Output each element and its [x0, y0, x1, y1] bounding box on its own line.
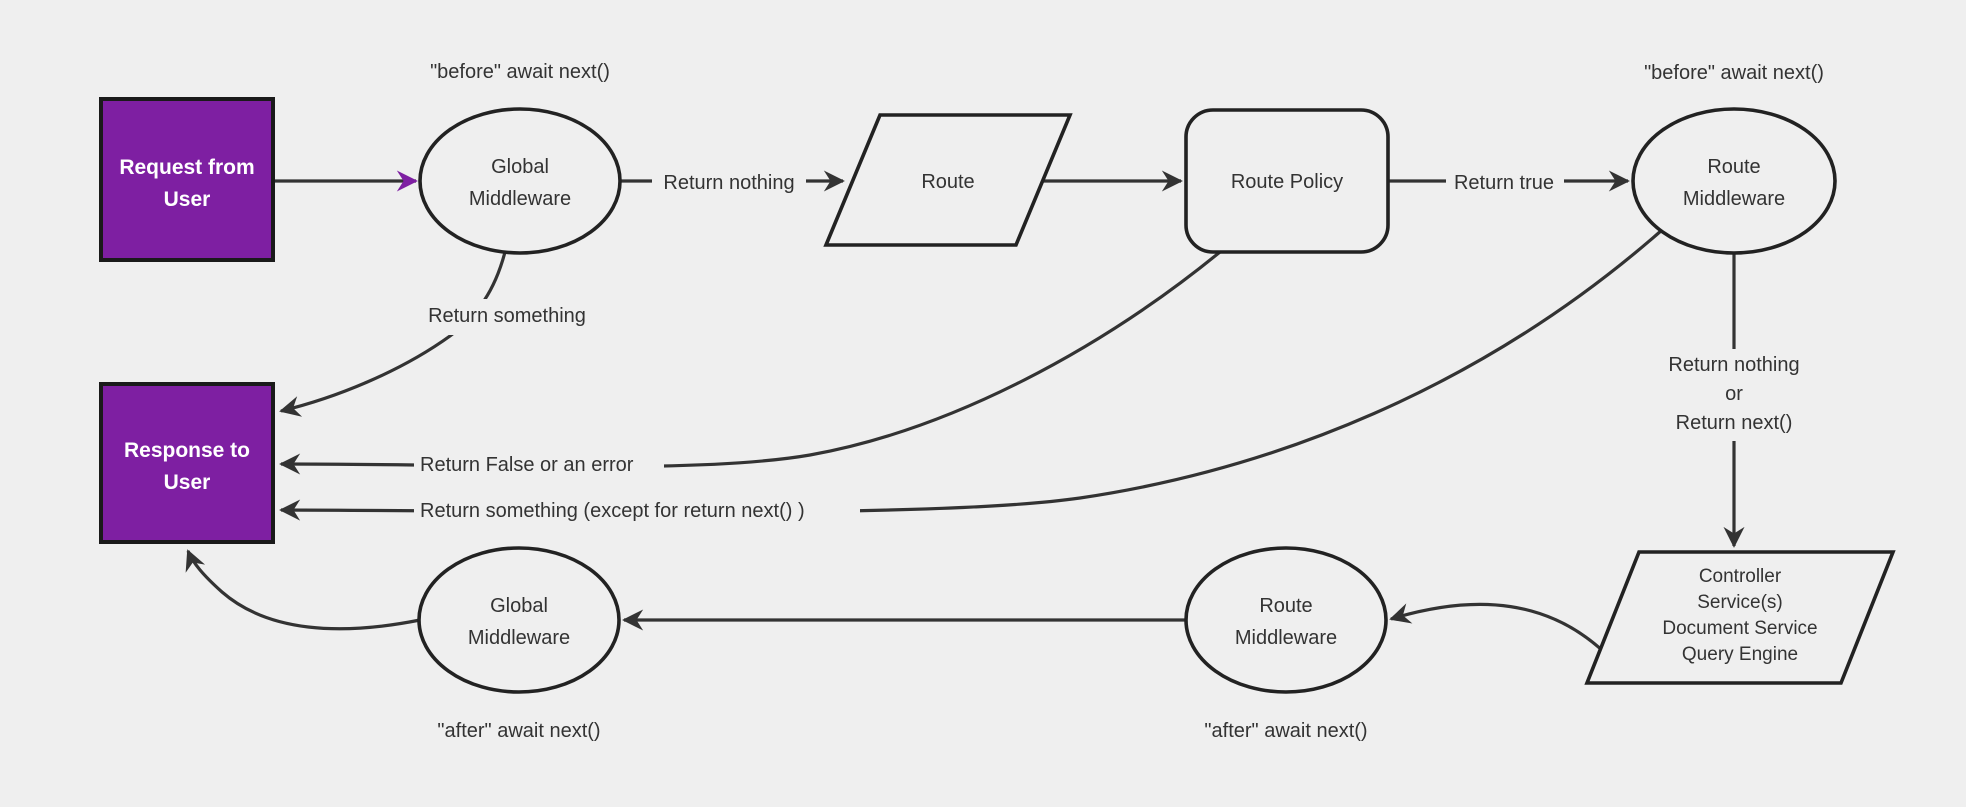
response-to-user-box [99, 382, 275, 544]
route-middleware-top-label-line2: Middleware [1683, 188, 1785, 210]
request-from-user-box [99, 97, 275, 262]
global-middleware-bottom-label-line1: Global [490, 595, 548, 617]
route-policy-rect [1184, 108, 1390, 254]
global-middleware-top-label-line1: Global [491, 156, 549, 178]
node-response-to-user: Response to User [99, 382, 275, 544]
return-nothing-or-next-label-line1: Return nothing [1668, 354, 1799, 376]
before-await-next-top-left-label: "before" await next() [430, 61, 610, 83]
edge-global-middleware-bottom-to-response [185, 549, 421, 631]
node-request-from-user: Request from User [99, 97, 275, 262]
controller-label-line2: Service(s) [1697, 592, 1783, 613]
route-middleware-bottom-ellipse [1184, 546, 1388, 694]
route-policy-label: Route Policy [1231, 171, 1343, 193]
edge-controller-to-route-middleware-bottom [1389, 602, 1606, 654]
return-something-label: Return something [428, 305, 586, 327]
global-middleware-top-label-line2: Middleware [469, 188, 571, 210]
controller-label-line1: Controller [1699, 566, 1782, 587]
request-from-user-label-line2: User [164, 188, 211, 211]
route-parallelogram [823, 113, 1073, 247]
global-middleware-top-ellipse [418, 107, 622, 255]
route-middleware-top-label-line1: Route [1707, 156, 1760, 178]
response-to-user-label-line1: Response to [124, 439, 250, 462]
return-nothing-or-next-label-bg [1642, 349, 1828, 441]
node-global-middleware-top: Global Middleware [418, 107, 622, 255]
node-route-policy: Route Policy [1184, 108, 1390, 254]
node-global-middleware-bottom: Global Middleware [417, 546, 621, 694]
before-await-next-top-right-label: "before" await next() [1644, 62, 1824, 84]
route-middleware-bottom-label-line1: Route [1259, 595, 1312, 617]
request-from-user-label-line1: Request from [119, 156, 254, 179]
return-nothing-or-next-label-line2: or [1725, 383, 1743, 405]
after-await-next-bottom-middle-label: "after" await next() [1204, 720, 1367, 742]
return-false-or-error-label: Return False or an error [420, 454, 634, 476]
return-nothing-label-bg [652, 166, 806, 200]
return-true-label: Return true [1454, 172, 1554, 194]
response-to-user-label-line2: User [164, 471, 211, 494]
node-controller-services: Controller Service(s) Document Service Q… [1584, 550, 1896, 685]
return-false-label-bg [414, 448, 664, 481]
return-something-except-label: Return something (except for return next… [420, 500, 805, 522]
edge-global-middleware-return-something-to-response [279, 251, 507, 417]
return-nothing-or-next-label-line3: Return next() [1676, 412, 1793, 434]
return-something-label-bg [416, 299, 598, 335]
return-true-label-bg [1446, 166, 1564, 200]
route-label: Route [921, 171, 974, 193]
after-await-next-bottom-left-label: "after" await next() [437, 720, 600, 742]
controller-parallelogram [1584, 550, 1896, 685]
route-middleware-bottom-label-line2: Middleware [1235, 627, 1337, 649]
return-something-except-label-bg [414, 494, 860, 527]
node-route-middleware-top: Route Middleware [1631, 107, 1837, 255]
global-middleware-bottom-label-line2: Middleware [468, 627, 570, 649]
global-middleware-bottom-ellipse [417, 546, 621, 694]
node-route-middleware-bottom: Route Middleware [1184, 546, 1388, 694]
return-nothing-label: Return nothing [663, 172, 794, 194]
edge-labels: "before" await next() "before" await nex… [414, 61, 1828, 742]
node-route: Route [823, 113, 1073, 247]
route-middleware-top-ellipse [1631, 107, 1837, 255]
controller-label-line4: Query Engine [1682, 644, 1798, 665]
controller-label-line3: Document Service [1662, 618, 1817, 639]
